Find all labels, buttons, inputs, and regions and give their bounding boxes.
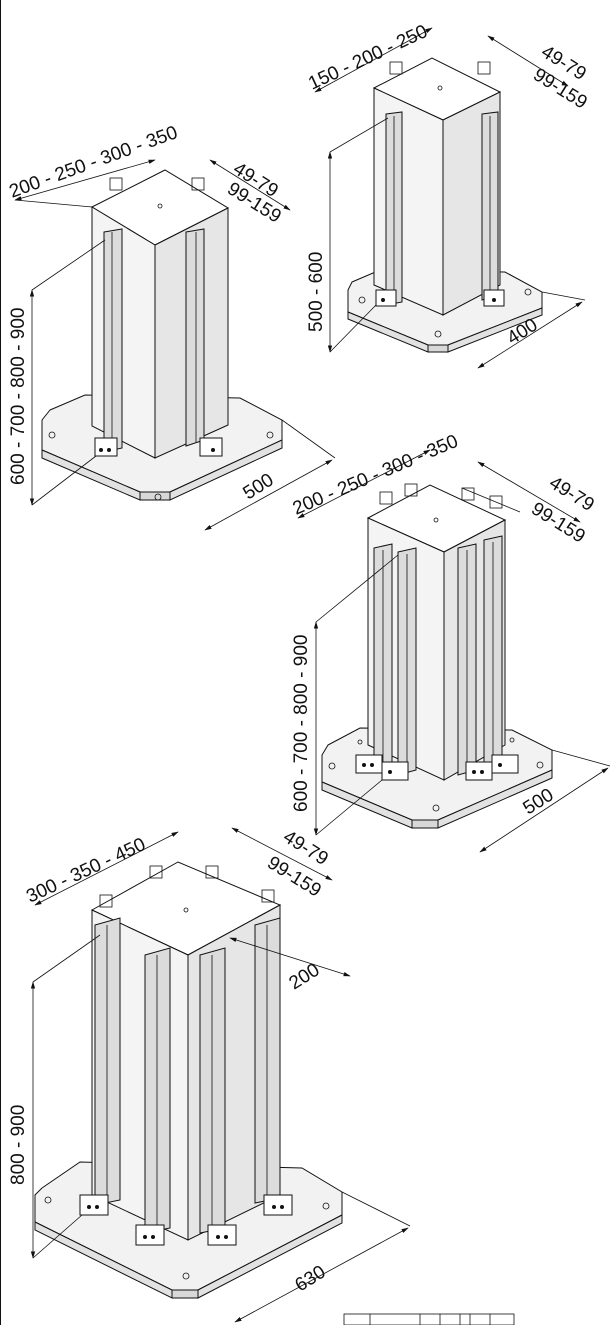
tower-3-height-dimension: 600 - 700 - 800 - 900 [291, 554, 399, 836]
tower-1-column [90, 169, 230, 459]
mounting-hole-icon [328, 762, 336, 770]
tower-2-rail-dimension: 49-79 99-159 [487, 35, 591, 114]
tower-2: 150 - 200 - 250 49-79 99-159 500 - 600 4… [305, 21, 591, 369]
tower-4-column [79, 861, 293, 1246]
tower-2-height-dimension: 500 - 600 [306, 117, 389, 353]
tower-1: 200 - 250 - 300 - 350 49-79 99-159 600 -… [7, 122, 336, 531]
mounting-hole-icon [48, 431, 56, 439]
tower-1-height-label: 600 - 700 - 800 - 900 [8, 308, 29, 485]
tower-2-height-label: 500 - 600 [306, 252, 327, 332]
center-hole-icon [157, 203, 163, 209]
mounting-hole-icon [432, 804, 440, 812]
tower-4-height-dimension: 800 - 900 [8, 934, 101, 1259]
mounting-hole-icon [509, 737, 515, 743]
tower-3-height-label: 600 - 700 - 800 - 900 [291, 635, 312, 812]
tower-2-column [372, 57, 505, 316]
tower-3: 200 - 250 - 300 - 350 49-79 99-159 600 -… [290, 431, 611, 853]
mounting-hole-icon [358, 296, 366, 304]
mounting-hole-icon [182, 1272, 190, 1280]
tower-3-column [355, 483, 519, 781]
center-hole-icon [437, 85, 443, 91]
tower-4: 300 - 350 - 450 49-79 99-159 200 800 - 9… [8, 826, 411, 1323]
tower-4-height-label: 800 - 900 [8, 1105, 29, 1185]
tower-4-base-label: 630 [292, 1262, 330, 1297]
mounting-hole-icon [524, 288, 532, 296]
center-hole-icon [183, 907, 189, 913]
tower-4-rail-dimension: 49-79 99-159 [231, 826, 333, 902]
mounting-hole-icon [266, 431, 274, 439]
mounting-hole-icon [322, 1202, 330, 1210]
mounting-hole-icon [44, 1196, 52, 1204]
tower-4-extra-label: 200 [286, 960, 324, 995]
mounting-hole-icon [357, 739, 363, 745]
center-hole-icon [433, 517, 439, 523]
partial-drawing-strip [343, 1313, 515, 1325]
tower-1-base-label: 500 [240, 470, 278, 505]
mounting-hole-icon [434, 330, 442, 338]
mounting-hole-icon [154, 493, 162, 501]
tower-1-height-dimension: 600 - 700 - 800 - 900 [8, 239, 106, 506]
